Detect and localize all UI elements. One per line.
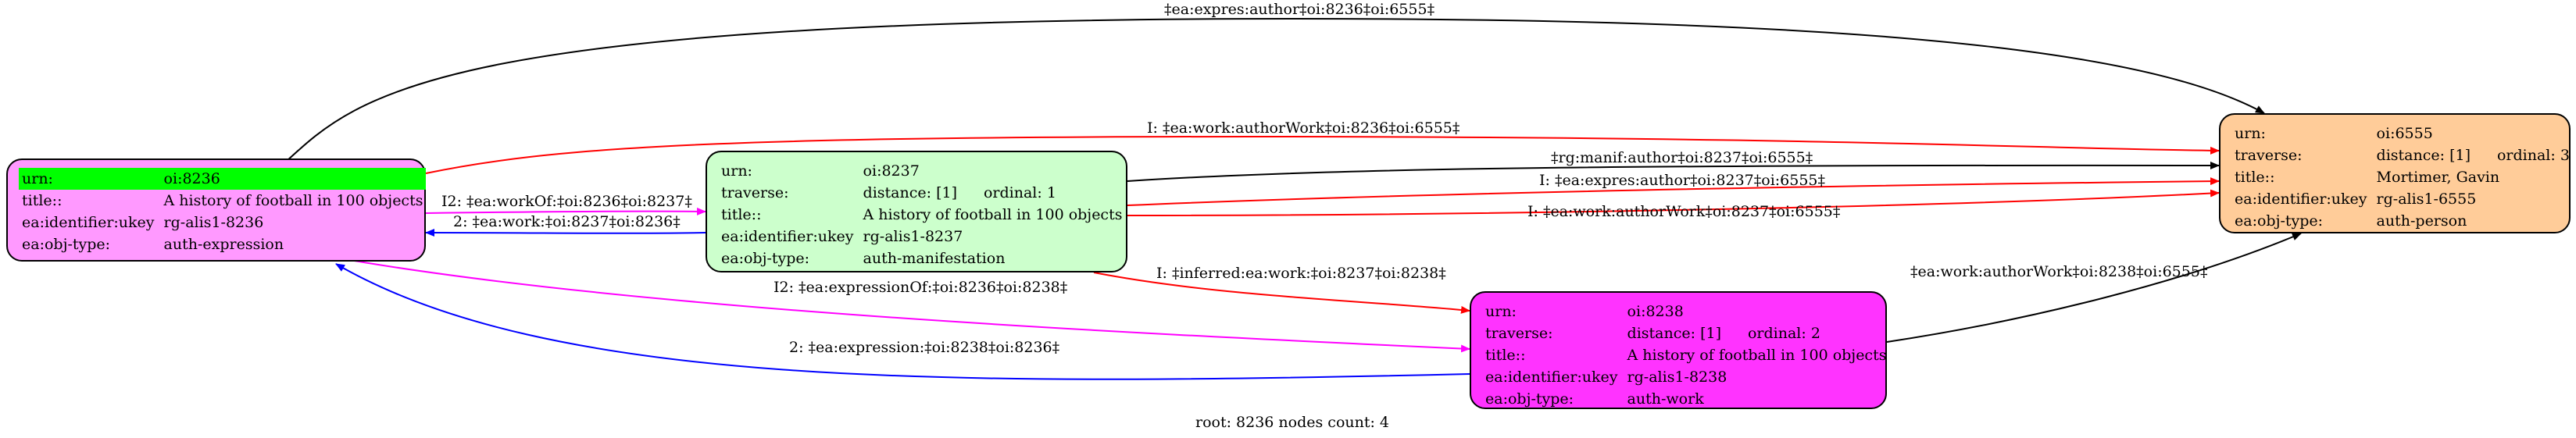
attr-value: auth-manifestation [863, 250, 1006, 267]
attr-value: oi:8236 [160, 168, 427, 190]
edge-label: I: ‡ea:work:authorWork‡oi:8236‡oi:6555‡ [1147, 119, 1459, 137]
attr-key: traverse: [1485, 325, 1553, 342]
attr-value: auth-person [2376, 212, 2467, 230]
node-attribute-table: urn: oi:8238 traverse: distance: [1] ordi… [1482, 301, 1889, 410]
attr-key: traverse: [2235, 147, 2303, 164]
node-oi-8238[interactable]: urn: oi:8238 traverse: distance: [1] ordi… [1470, 291, 1887, 409]
attr-key: urn: [721, 162, 752, 180]
node-row-urn: urn: oi:8238 [1482, 301, 1889, 322]
attr-key: ea:identifier:ukey [721, 228, 854, 245]
attr-value: distance: [1] ordinal: 3 [2374, 144, 2573, 166]
attr-value: Mortimer, Gavin [2376, 169, 2500, 186]
attr-value: rg-alis1-6555 [2376, 191, 2477, 208]
traverse-ordinal: ordinal: 3 [2496, 147, 2570, 164]
node-row-title: title:: A history of football in 100 obj… [1482, 344, 1889, 366]
attr-key: ea:identifier:ukey [2235, 191, 2367, 208]
node-row-ukey: ea:identifier:ukey rg-alis1-8237 [718, 226, 1125, 247]
edge-label: I2: ‡ea:expressionOf:‡oi:8236‡oi:8238‡ [774, 279, 1067, 296]
attr-key: traverse: [721, 184, 789, 201]
node-row-traverse: traverse: distance: [1] ordinal: 3 [2231, 144, 2573, 166]
node-row-obj-type: ea:obj-type: auth-work [1482, 388, 1889, 410]
edge-8236-6555-expres-author [284, 17, 2265, 163]
node-row-urn: urn: oi:8237 [718, 160, 1125, 182]
attr-key: urn: [19, 168, 161, 190]
edge-label: ‡ea:work:authorWork‡oi:8238‡oi:6555‡ [1910, 263, 2207, 280]
edge-label: I: ‡inferred:ea:work:‡oi:8237‡oi:8238‡ [1156, 265, 1446, 282]
edge-label: I: ‡ea:expres:author‡oi:8237‡oi:6555‡ [1539, 172, 1825, 189]
attr-key: title:: [2235, 169, 2275, 186]
traverse-distance: distance: [1] [2376, 147, 2471, 164]
attr-value: oi:8237 [863, 162, 920, 180]
attr-value: rg-alis1-8238 [1627, 369, 1727, 386]
edge-8236-6555-work-authorwork [425, 135, 2220, 174]
edge-8238-8236-expression [335, 263, 1470, 380]
node-row-urn: urn: oi:8236 [19, 168, 427, 190]
node-row-title: title:: A history of football in 100 obj… [718, 204, 1125, 226]
attr-key: title:: [1485, 347, 1526, 364]
attr-value: A history of football in 100 objects [1627, 347, 1887, 364]
attr-value: distance: [1] ordinal: 2 [1624, 322, 1890, 344]
node-oi-8237[interactable]: urn: oi:8237 traverse: distance: [1] ordi… [706, 151, 1127, 272]
node-attribute-table: urn: oi:8237 traverse: distance: [1] ordi… [718, 160, 1125, 269]
node-row-obj-type: ea:obj-type: auth-person [2231, 210, 2573, 232]
edge-label: 2: ‡ea:expression:‡oi:8238‡oi:8236‡ [789, 339, 1059, 356]
node-row-obj-type: ea:obj-type: auth-manifestation [718, 247, 1125, 269]
traverse-distance: distance: [1] [1627, 325, 1721, 342]
attr-value: rg-alis1-8236 [163, 214, 264, 231]
attr-key: title:: [721, 206, 762, 223]
attr-key: ea:obj-type: [721, 250, 810, 267]
attr-value: oi:8238 [1627, 303, 1684, 320]
node-row-traverse: traverse: distance: [1] ordinal: 1 [718, 182, 1125, 204]
attr-value: distance: [1] ordinal: 1 [860, 182, 1126, 204]
edge-label: ‡ea:expres:author‡oi:8236‡oi:6555‡ [1164, 1, 1434, 18]
node-row-traverse: traverse: distance: [1] ordinal: 2 [1482, 322, 1889, 344]
attr-value: auth-expression [163, 236, 284, 253]
edge-label: I: ‡ea:work:authorWork‡oi:8237‡oi:6555‡ [1527, 203, 1840, 220]
edge-8236-8238-expressionof [335, 257, 1470, 353]
attr-key: urn: [1485, 303, 1517, 320]
edge-label: 2: ‡ea:work:‡oi:8237‡oi:8236‡ [453, 213, 681, 230]
node-oi-8236[interactable]: urn: oi:8236 title:: A history of footba… [6, 158, 427, 262]
attr-key: ea:obj-type: [1485, 390, 1574, 408]
node-row-urn: urn: oi:6555 [2231, 123, 2573, 144]
edge-8237-6555-manif-author [1127, 161, 2220, 182]
graph-footer: root: 8236 nodes count: 4 [1195, 414, 1390, 431]
attr-value: A history of football in 100 objects [863, 206, 1123, 223]
edge-8236-8237-workof [425, 207, 706, 215]
edge-8238-6555-work-authorwork [1886, 233, 2302, 343]
attr-value: A history of football in 100 objects [163, 192, 423, 209]
edge-label: ‡rg:manif:author‡oi:8237‡oi:6555‡ [1551, 149, 1813, 166]
attr-value: oi:6555 [2376, 125, 2433, 142]
edge-8237-6555-expres-author [1127, 177, 2220, 206]
attr-value: rg-alis1-8237 [863, 228, 963, 245]
node-row-obj-type: ea:obj-type: auth-expression [19, 233, 426, 255]
node-row-ukey: ea:identifier:ukey rg-alis1-6555 [2231, 188, 2573, 210]
attr-key: title:: [22, 192, 63, 209]
node-row-title: title:: Mortimer, Gavin [2231, 166, 2573, 188]
node-attribute-table: urn: oi:8236 title:: A history of footba… [19, 168, 427, 255]
attr-key: ea:identifier:ukey [1485, 369, 1618, 386]
node-oi-6555[interactable]: urn: oi:6555 traverse: distance: [1] ordi… [2219, 113, 2571, 233]
node-row-ukey: ea:identifier:ukey rg-alis1-8238 [1482, 366, 1889, 388]
node-row-title: title:: A history of football in 100 obj… [19, 190, 426, 212]
node-row-ukey: ea:identifier:ukey rg-alis1-8236 [19, 212, 426, 233]
edge-8237-8238-inferred-work [1093, 272, 1470, 314]
attr-key: ea:identifier:ukey [22, 214, 155, 231]
traverse-ordinal: ordinal: 1 [983, 184, 1056, 201]
attr-key: urn: [2235, 125, 2266, 142]
traverse-ordinal: ordinal: 2 [1747, 325, 1820, 342]
attr-value: auth-work [1627, 390, 1704, 408]
node-attribute-table: urn: oi:6555 traverse: distance: [1] ordi… [2231, 123, 2573, 232]
traverse-distance: distance: [1] [863, 184, 957, 201]
attr-key: ea:obj-type: [22, 236, 111, 253]
edge-8237-6555-work-authorwork [1127, 189, 2220, 216]
attr-key: ea:obj-type: [2235, 212, 2324, 230]
edge-label: I2: ‡ea:workOf:‡oi:8236‡oi:8237‡ [441, 193, 692, 210]
